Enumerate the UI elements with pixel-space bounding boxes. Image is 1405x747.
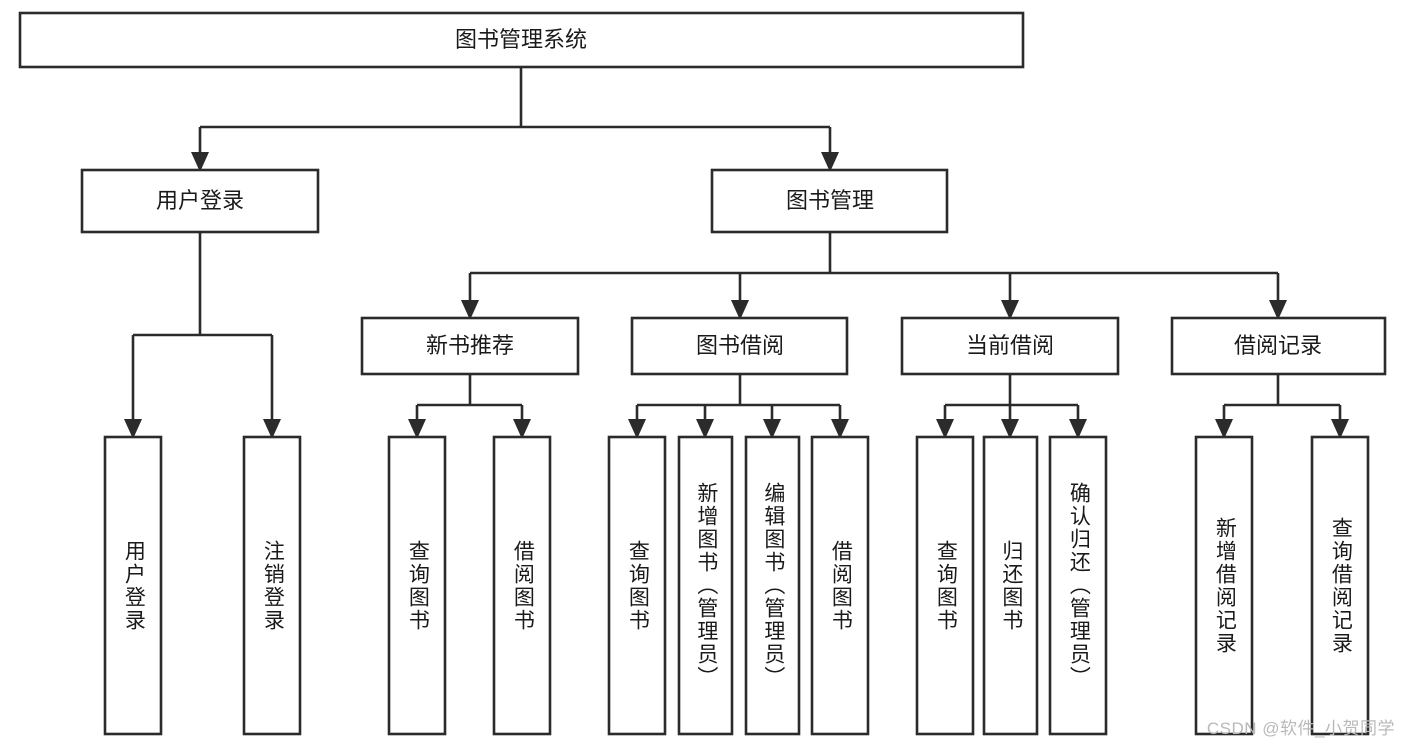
node-current-borrow[interactable]: 当前借阅: [900, 316, 1120, 376]
node-book-manage-box: [710, 168, 949, 234]
leaf-edit-book-box: [744, 435, 801, 736]
leaf-logout-login-box: [242, 435, 302, 736]
node-book-manage-label: 图书管理: [786, 188, 874, 213]
leaf-query-book-3[interactable]: [915, 435, 975, 736]
leaf-query-book-2[interactable]: [607, 435, 667, 736]
leaf-edit-book[interactable]: [744, 435, 801, 736]
node-book-borrow-label: 图书借阅: [696, 333, 784, 358]
leaf-query-record[interactable]: [1310, 435, 1370, 736]
node-user-login-label: 用户登录: [156, 188, 244, 213]
node-root[interactable]: 图书管理系统: [18, 11, 1025, 69]
leaf-user-login[interactable]: [103, 435, 163, 736]
leaf-borrow-book-2[interactable]: [810, 435, 870, 736]
node-book-borrow[interactable]: 图书借阅: [630, 316, 849, 376]
leaf-query-book-1-box: [387, 435, 447, 736]
leaf-query-book-2-box: [607, 435, 667, 736]
node-borrow-record-label: 借阅记录: [1234, 333, 1322, 358]
leaf-borrow-book-1[interactable]: [492, 435, 552, 736]
leaf-label-leaf_query_book_2: 查询图书: [626, 539, 650, 632]
leaf-user-login-box: [103, 435, 163, 736]
leaf-confirm-return-box: [1048, 435, 1108, 736]
node-current-borrow-label: 当前借阅: [966, 333, 1054, 358]
node-book-manage[interactable]: 图书管理: [710, 168, 949, 234]
leaf-query-record-box: [1310, 435, 1370, 736]
leaf-return-book[interactable]: [982, 435, 1039, 736]
leaf-add-record-box: [1194, 435, 1254, 736]
leaf-confirm-return[interactable]: [1048, 435, 1108, 736]
leaf-label-leaf_edit_book: 编辑图书（管理员）: [761, 482, 785, 689]
leaf-logout-login[interactable]: [242, 435, 302, 736]
leaf-return-book-box: [982, 435, 1039, 736]
node-new-book-rec-label: 新书推荐: [426, 333, 514, 358]
node-new-book-rec[interactable]: 新书推荐: [360, 316, 580, 376]
leaf-add-book[interactable]: [677, 435, 734, 736]
node-current-borrow-box: [900, 316, 1120, 376]
node-user-login[interactable]: 用户登录: [80, 168, 320, 234]
leaf-label-leaf_return_book: 归还图书: [999, 539, 1023, 632]
node-root-box: [18, 11, 1025, 69]
leaf-label-leaf_query_book_1: 查询图书: [406, 539, 430, 632]
leaf-label-leaf_add_book: 新增图书（管理员）: [694, 482, 718, 689]
node-book-borrow-box: [630, 316, 849, 376]
leaf-borrow-book-2-box: [810, 435, 870, 736]
leaf-query-book-3-box: [915, 435, 975, 736]
leaf-label-leaf_borrow_book_1: 借阅图书: [511, 539, 535, 632]
leaf-borrow-book-1-box: [492, 435, 552, 736]
node-root-label: 图书管理系统: [455, 27, 587, 52]
leaf-label-leaf_query_record: 查询借阅记录: [1329, 516, 1353, 655]
leaf-label-leaf_confirm_return: 确认归还（管理员）: [1067, 482, 1091, 689]
leaf-label-leaf_user_login: 用户登录: [122, 539, 146, 632]
leaf-label-leaf_borrow_book_2: 借阅图书: [829, 539, 853, 632]
connector-group: [124, 67, 1349, 439]
leaf-add-book-box: [677, 435, 734, 736]
leaf-label-leaf_add_record: 新增借阅记录: [1213, 516, 1237, 655]
leaf-label-leaf_query_book_3: 查询图书: [934, 539, 958, 632]
leaf-add-record[interactable]: [1194, 435, 1254, 736]
node-new-book-rec-box: [360, 316, 580, 376]
node-user-login-box: [80, 168, 320, 234]
leaf-label-leaf_logout: 注销登录: [261, 539, 285, 632]
node-borrow-record-box: [1170, 316, 1387, 376]
leaf-query-book-1[interactable]: [387, 435, 447, 736]
node-borrow-record[interactable]: 借阅记录: [1170, 316, 1387, 376]
